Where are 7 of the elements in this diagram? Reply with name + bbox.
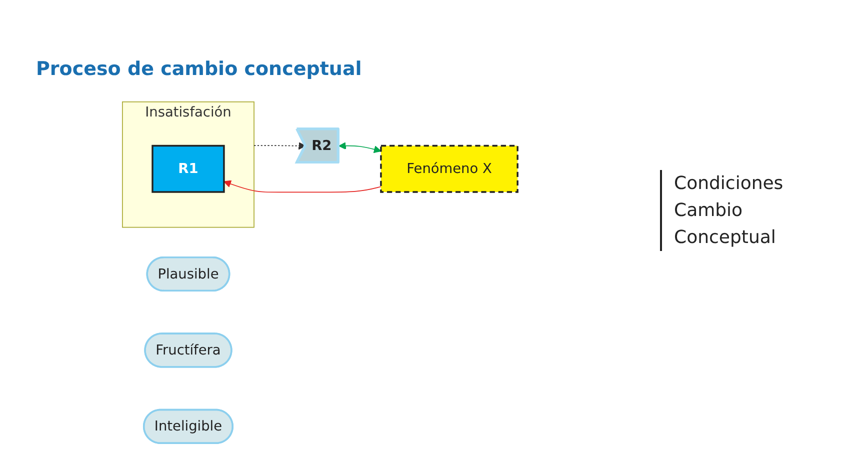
bracket-note: Condiciones Cambio Conceptual xyxy=(660,170,840,251)
diagram-title: Proceso de cambio conceptual xyxy=(36,58,362,80)
node-box: Fenómeno X xyxy=(380,144,518,193)
node-box: R1 xyxy=(152,144,225,193)
arrow xyxy=(224,180,382,193)
arrow xyxy=(254,142,306,150)
arrow xyxy=(338,142,382,154)
